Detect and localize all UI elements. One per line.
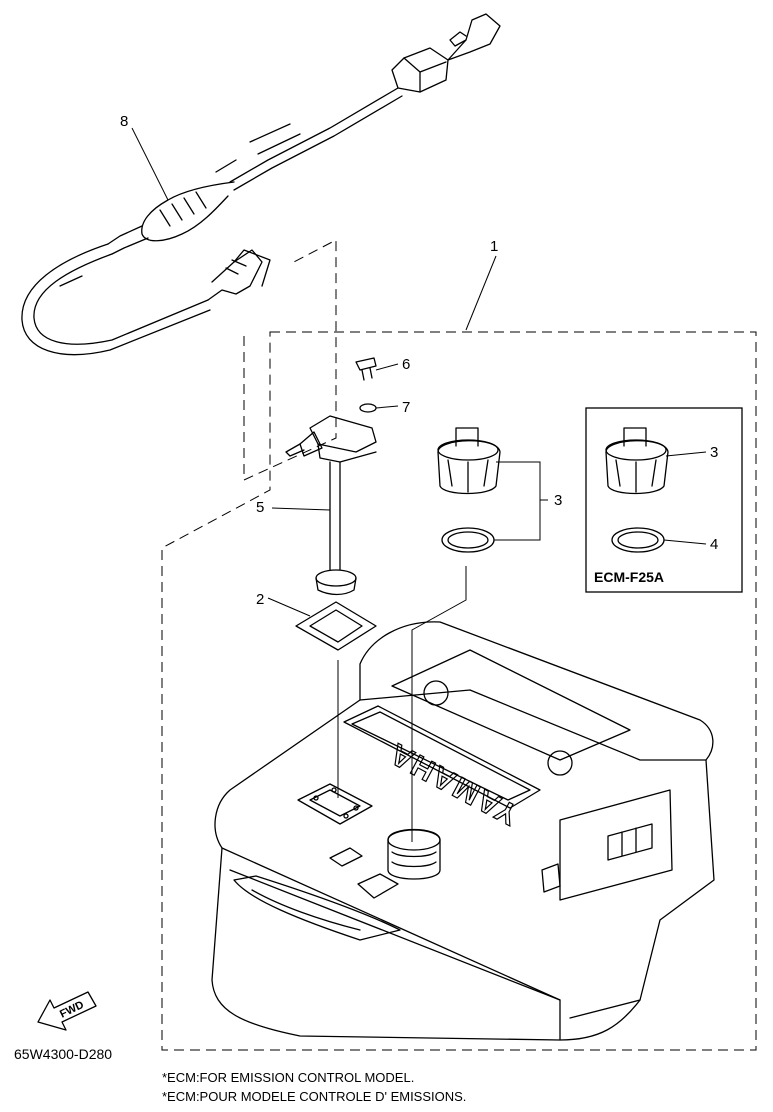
callout-3-inset: 3 — [710, 444, 718, 461]
callout-6: 6 — [402, 356, 410, 373]
footnote-en: *ECM:FOR EMISSION CONTROL MODEL. — [162, 1070, 415, 1085]
callout-8: 8 — [120, 113, 128, 130]
screw — [355, 357, 377, 381]
callout-3-main: 3 — [554, 492, 562, 509]
callout-2: 2 — [256, 591, 264, 608]
washer — [359, 403, 377, 413]
fuel-gauge-assembly — [285, 357, 377, 651]
leader-lines — [131, 127, 707, 842]
callout-4: 4 — [710, 536, 718, 553]
fuel-tank — [211, 621, 715, 1041]
fuel-cap-main — [437, 427, 501, 553]
fuel-hose-assembly — [21, 13, 501, 356]
hose-reference-boundary — [243, 239, 337, 481]
assembly-boundary — [161, 331, 757, 1051]
gasket — [295, 601, 377, 651]
inset-title: ECM-F25A — [594, 569, 664, 585]
fwd-arrow-icon — [37, 991, 97, 1031]
drawing-code: 65W4300-D280 — [14, 1046, 113, 1062]
inset-fuel-cap — [605, 427, 669, 553]
callout-1: 1 — [490, 238, 498, 255]
callout-5: 5 — [256, 499, 264, 516]
inset-box — [585, 407, 743, 593]
callout-7: 7 — [402, 399, 410, 416]
footnote-fr: *ECM:POUR MODELE CONTROLE D' EMISSIONS. — [162, 1089, 467, 1104]
